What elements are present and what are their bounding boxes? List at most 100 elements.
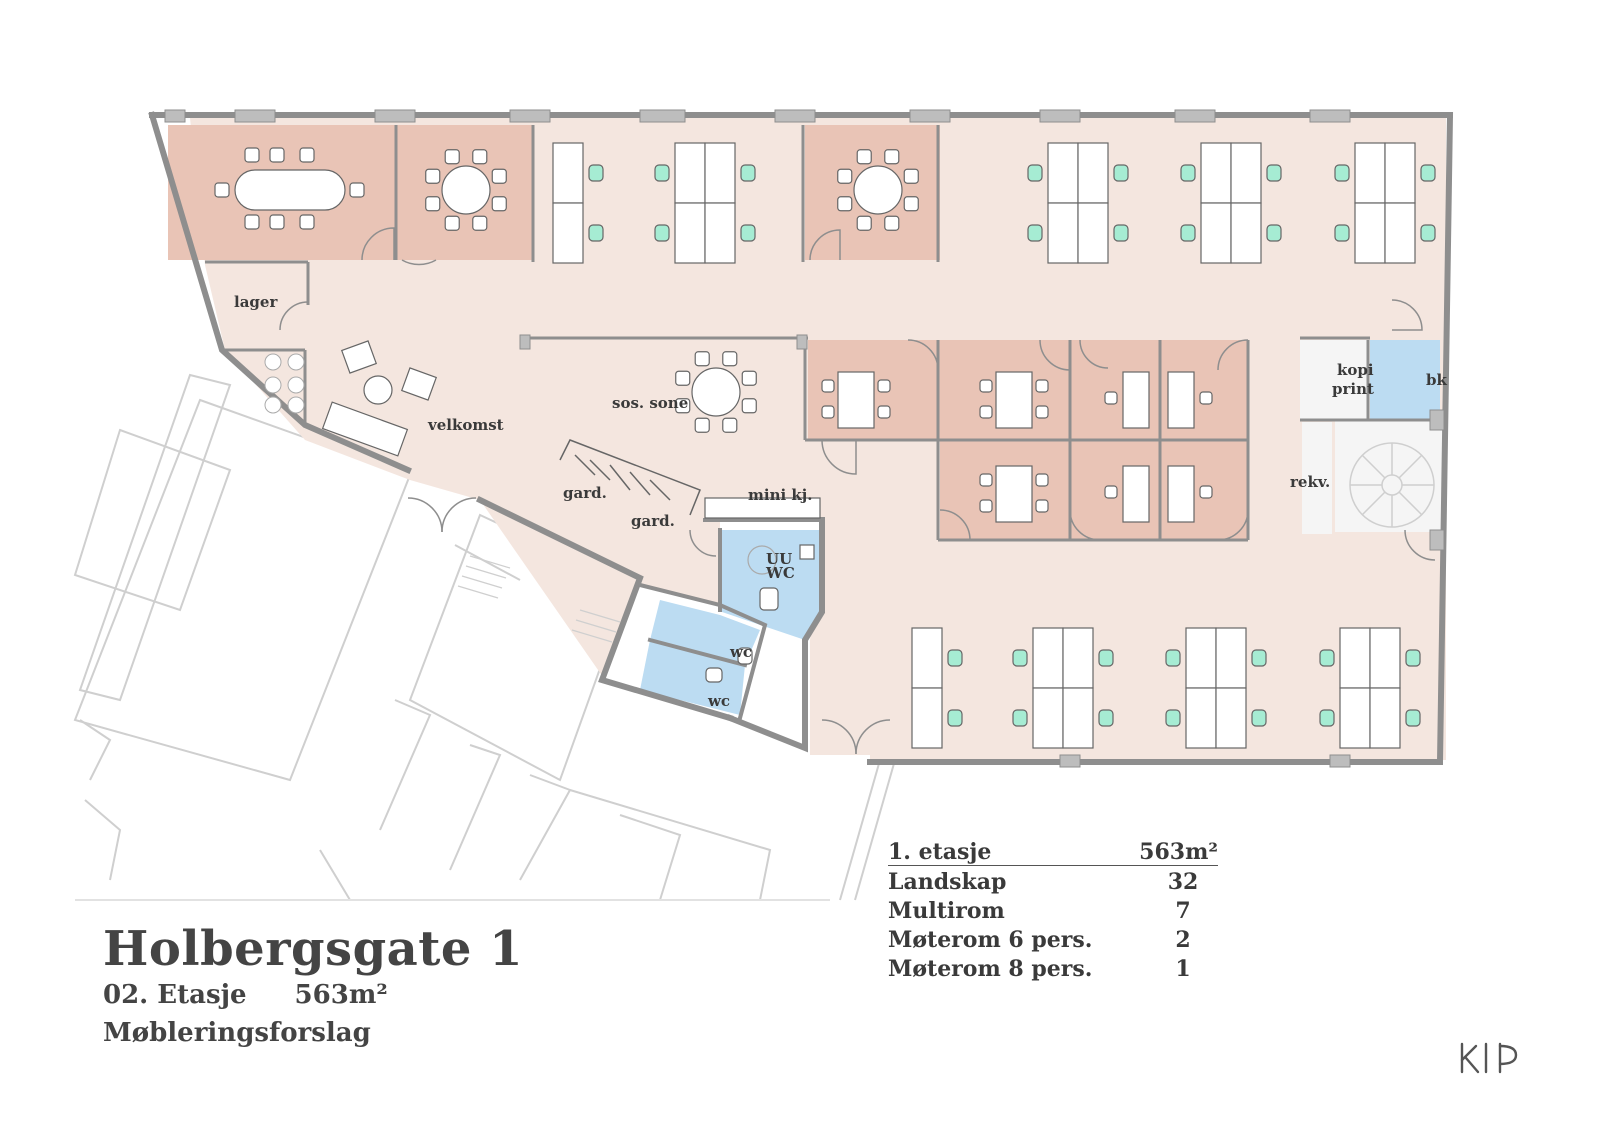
multirom-tables <box>837 371 1195 523</box>
uu-wc-room <box>720 530 820 640</box>
floor-label: 02. Etasje <box>103 980 247 1010</box>
label-sos-sone: sos. sone <box>612 394 688 412</box>
lounge-furniture <box>321 340 438 457</box>
work-chair-icon <box>1405 649 1421 667</box>
desk <box>1230 142 1262 204</box>
work-chair-icon <box>1012 649 1028 667</box>
chair-icon <box>722 351 738 367</box>
work-chair-icon <box>1098 709 1114 727</box>
stair-area <box>1335 420 1445 532</box>
desk <box>911 687 943 749</box>
work-chair-icon <box>1180 224 1196 242</box>
desk <box>1384 202 1416 264</box>
chair-icon <box>694 351 710 367</box>
desk <box>1077 142 1109 204</box>
partitions <box>205 125 1440 542</box>
floor-area <box>160 118 1446 760</box>
summary-row-value: 32 <box>1167 869 1199 895</box>
chair-icon <box>425 168 441 184</box>
desk <box>1369 627 1401 689</box>
desk <box>1047 202 1079 264</box>
doors <box>279 227 1436 755</box>
chair-icon <box>903 168 919 184</box>
core-stair-lines <box>457 555 621 643</box>
chair-icon <box>741 398 757 414</box>
lager-shelves <box>264 353 305 414</box>
work-chair-icon <box>1319 709 1335 727</box>
round-tables <box>363 165 903 417</box>
chair-icon <box>979 473 993 487</box>
work-chair-icon <box>740 224 756 242</box>
chair-icon <box>979 499 993 513</box>
work-chair-icon <box>1012 709 1028 727</box>
bk-room <box>1370 340 1440 420</box>
work-chair-icon <box>1027 164 1043 182</box>
chair-icon <box>837 196 853 212</box>
klp-logo <box>1460 1042 1518 1074</box>
chair-icon <box>821 379 835 393</box>
chair-icon <box>741 370 757 386</box>
chair-icon <box>856 215 872 231</box>
work-chair-icon <box>1420 164 1436 182</box>
chair-icon <box>1035 405 1049 419</box>
desk <box>1032 687 1064 749</box>
chair-icon <box>821 405 835 419</box>
chair-icon <box>1199 485 1213 499</box>
desk <box>1354 142 1386 204</box>
desk <box>1384 142 1416 204</box>
chair-icon <box>1104 485 1118 499</box>
label-print: print <box>1332 380 1374 398</box>
kopi-print-room <box>1300 340 1370 420</box>
desk <box>1185 627 1217 689</box>
multirom-chairs <box>821 379 1213 513</box>
desk <box>1339 687 1371 749</box>
chair-icon <box>856 149 872 165</box>
wall-core-east <box>726 517 825 753</box>
desk <box>674 142 706 204</box>
desk <box>1354 202 1386 264</box>
work-chair-icon <box>588 224 604 242</box>
chair-icon <box>444 215 460 231</box>
desk <box>1230 202 1262 264</box>
summary-row-value: 2 <box>1175 927 1191 953</box>
chair-icon <box>1104 391 1118 405</box>
summary-row: Møterom 6 pers. 2 <box>888 926 1218 955</box>
desk <box>1077 202 1109 264</box>
label-rekv: rekv. <box>1290 473 1330 491</box>
label-wc-2: wc <box>707 692 730 710</box>
work-chair-icon <box>1405 709 1421 727</box>
work-chair-icon <box>1251 709 1267 727</box>
chair-icon <box>884 215 900 231</box>
summary-row-label: Møterom 6 pers. <box>888 927 1093 953</box>
desk <box>1185 687 1217 749</box>
chair-icon <box>1035 473 1049 487</box>
desk <box>911 627 943 689</box>
chair-icon <box>837 168 853 184</box>
work-chair-icon <box>1334 224 1350 242</box>
desk <box>1062 627 1094 689</box>
wall-wc <box>637 582 768 721</box>
work-chair-icon <box>1334 164 1350 182</box>
rekv-cabinet <box>1302 422 1332 534</box>
outer-wall-west <box>148 111 412 474</box>
work-chair-icon <box>1027 224 1043 242</box>
chair-icon <box>877 405 891 419</box>
plan-subtitle: Møbleringsforslag <box>103 1018 371 1048</box>
chair-icon <box>1035 499 1049 513</box>
desk <box>552 202 584 264</box>
desk <box>1369 687 1401 749</box>
label-mini-kj: mini kj. <box>748 486 812 504</box>
desk <box>704 202 736 264</box>
label-gard-2: gard. <box>631 512 675 530</box>
summary-header: 1. etasje 563m² <box>888 840 1218 866</box>
summary-header-label: 1. etasje <box>888 839 992 865</box>
service-rooms <box>1300 340 1445 534</box>
desk <box>552 142 584 204</box>
desk <box>1047 142 1079 204</box>
chair-icon <box>979 405 993 419</box>
desk <box>704 142 736 204</box>
outer-wall-east <box>1436 111 1454 766</box>
chair-icon <box>884 149 900 165</box>
